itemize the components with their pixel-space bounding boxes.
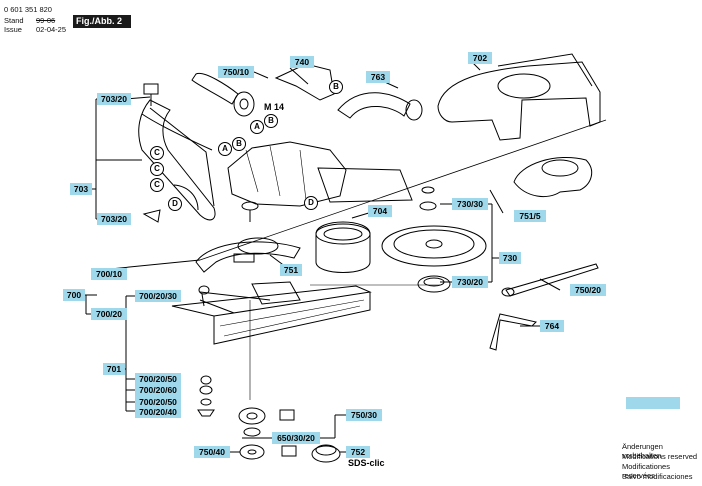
figure-label: Fig./Abb. 2	[73, 15, 131, 28]
callout-650-30-20[interactable]: 650/30/20	[272, 432, 320, 444]
callout-700-20-50-top[interactable]: 700/20/50	[135, 373, 181, 385]
issue-label: Issue	[4, 25, 22, 34]
footer-note: Änderungen vorbehalten	[622, 442, 663, 460]
part-number: 0 601 351 820	[4, 5, 52, 14]
callout-700-20-50-bottom[interactable]: 700/20/50	[135, 396, 181, 408]
marker-d: D	[168, 197, 182, 211]
callout-750-10[interactable]: 750/10	[218, 66, 254, 78]
callout-700-20-30[interactable]: 700/20/30	[135, 290, 181, 302]
stand-value: 99-06	[36, 16, 56, 25]
callout-blank[interactable]	[626, 397, 680, 409]
callout-750-30[interactable]: 750/30	[346, 409, 382, 421]
callout-730-30[interactable]: 730/30	[452, 198, 488, 210]
marker-a: A	[250, 120, 264, 134]
issue-value: 02-04-25	[36, 25, 67, 34]
callout-701[interactable]: 701	[103, 363, 125, 375]
callout-703[interactable]: 703	[70, 183, 92, 195]
callout-700-10[interactable]: 700/10	[91, 268, 127, 280]
callout-750-20[interactable]: 750/20	[570, 284, 606, 296]
marker-c: C	[150, 162, 164, 176]
callout-730[interactable]: 730	[499, 252, 521, 264]
footer-note: Modifications reserved	[622, 452, 698, 461]
callout-763[interactable]: 763	[366, 71, 390, 83]
callout-752[interactable]: 752	[346, 446, 370, 458]
thread-size-label: M 14	[264, 102, 285, 112]
sds-clic-label: SDS-clic	[348, 458, 385, 468]
callout-700-20-40[interactable]: 700/20/40	[135, 406, 181, 418]
callout-700[interactable]: 700	[63, 289, 85, 301]
marker-b: B	[232, 137, 246, 151]
callout-740[interactable]: 740	[290, 56, 314, 68]
callout-730-20[interactable]: 730/20	[452, 276, 488, 288]
marker-b: B	[264, 114, 278, 128]
callout-751[interactable]: 751	[280, 264, 302, 276]
callout-702[interactable]: 702	[468, 52, 492, 64]
callout-750-40[interactable]: 750/40	[194, 446, 230, 458]
callout-703-20-top[interactable]: 703/20	[97, 93, 131, 105]
marker-c: C	[150, 178, 164, 192]
marker-c: C	[150, 146, 164, 160]
footer-note: Modificationes reservées	[622, 462, 670, 480]
callout-704[interactable]: 704	[368, 205, 392, 217]
marker-b: B	[329, 80, 343, 94]
callout-764[interactable]: 764	[540, 320, 564, 332]
callout-700-20-60[interactable]: 700/20/60	[135, 384, 181, 396]
callout-703-20-bottom[interactable]: 703/20	[97, 213, 131, 225]
marker-a: A	[218, 142, 232, 156]
marker-d: D	[304, 196, 318, 210]
footer-note: Salvo modificaciones	[622, 472, 693, 481]
stand-label: Stand	[4, 16, 24, 25]
callout-700-20[interactable]: 700/20	[91, 308, 127, 320]
callout-751-5[interactable]: 751/5	[514, 210, 546, 222]
